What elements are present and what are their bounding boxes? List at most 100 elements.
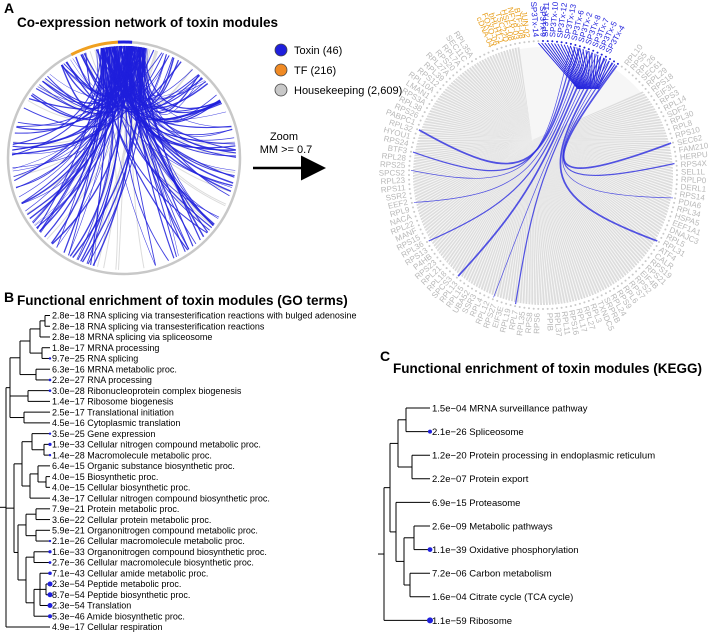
go-term-row: 3.5e−25 Gene expression	[52, 429, 155, 439]
go-term-row: 2.8e−18 MRNA splicing via spliceosome	[52, 332, 212, 342]
go-term-pvalue: 2.5e−17	[52, 407, 87, 417]
housekeeping-node-label: RPS8	[524, 312, 535, 334]
legend: Toxin (46) TF (216) Housekeeping (2,609)	[274, 43, 402, 97]
legend-item-housekeeping: Housekeeping (2,609)	[274, 83, 402, 97]
housekeeping-node-label: SEL1L	[681, 168, 706, 177]
go-term-row: 1.6e−33 Organonitrogen compound biosynth…	[52, 547, 267, 557]
kegg-term-pvalue: 6.9e−15	[432, 498, 469, 509]
kegg-term-name: MRNA surveillance pathway	[469, 403, 588, 414]
go-term-pvalue: 3.5e−25	[52, 429, 87, 439]
kegg-term-row: 2.2e−07 Protein export	[432, 474, 529, 485]
panel-a-label: A	[4, 0, 14, 16]
legend-tf-label: TF (216)	[294, 65, 336, 77]
kegg-term-name: Protein processing in endoplasmic reticu…	[469, 451, 655, 462]
kegg-term-pvalue: 1.2e−20	[432, 451, 469, 462]
go-term-row: 2.8e−18 RNA splicing via transesterifica…	[52, 311, 356, 321]
kegg-term-row: 1.5e−04 MRNA surveillance pathway	[432, 403, 588, 414]
go-term-name: Amide biosynthetic proc.	[87, 611, 185, 621]
go-term-pvalue: 2.1e−26	[52, 536, 87, 546]
go-term-name: RNA splicing	[87, 354, 138, 364]
go-term-pvalue: 2.7e−36	[52, 558, 87, 568]
housekeeping-node-label: DERL1	[680, 182, 707, 194]
go-term-pvalue: 9.7e−25	[52, 354, 87, 364]
go-term-row: 3.6e−22 Cellular protein metabolic proc.	[52, 515, 211, 525]
go-term-pvalue: 5.3e−46	[52, 611, 87, 621]
go-title: Functional enrichment of toxin modules (…	[17, 293, 348, 308]
go-term-pvalue: 4.5e−16	[52, 418, 87, 428]
go-term-name: Biosynthetic proc.	[87, 472, 158, 482]
go-term-pvalue: 7.9e−21	[52, 504, 87, 514]
go-term-name: Cellular nitrogen compound biosynthetic …	[87, 493, 270, 503]
go-term-pvalue: 1.6e−33	[52, 547, 87, 557]
legend-item-toxin: Toxin (46)	[274, 43, 342, 57]
go-term-name: Protein metabolic proc.	[87, 504, 179, 514]
go-term-name: Gene expression	[87, 429, 155, 439]
housekeeping-node-label: RPS6	[532, 312, 542, 334]
go-term-row: 8.7e−54 Peptide biosynthetic proc.	[52, 590, 190, 600]
toxin-node-label: SP3Tx-10	[548, 1, 560, 38]
go-term-name: Peptide metabolic proc.	[87, 579, 181, 589]
go-term-row: 2.8e−18 RNA splicing via transesterifica…	[52, 321, 265, 331]
go-significance-dot	[48, 432, 52, 435]
housekeeping-node-label: BTF3	[387, 144, 408, 156]
go-term-pvalue: 3.0e−28	[52, 386, 87, 396]
go-significance-dot	[48, 571, 52, 576]
go-term-row: 1.4e−28 Macromolecule metabolic proc.	[52, 450, 212, 460]
node-labels: cDNA-04FOXO-06bHLH1-1TSC22DHSF1-08NFYB-0…	[379, 1, 708, 338]
go-term-name: Cellular nitrogen compound metabolic pro…	[87, 440, 261, 450]
go-term-row: 7.1e−43 Cellular amide metabolic proc.	[52, 568, 208, 578]
go-term-row: 7.9e−21 Protein metabolic proc.	[52, 504, 179, 514]
go-term-name: Organic substance biosynthetic proc.	[87, 461, 235, 471]
go-term-row: 9.7e−25 RNA splicing	[52, 354, 138, 364]
go-term-pvalue: 4.0e−15	[52, 472, 87, 482]
kegg-term-name: Metabolic pathways	[469, 521, 553, 532]
overview-network	[6, 40, 242, 276]
go-term-row: 1.8e−17 MRNA processing	[52, 343, 159, 353]
kegg-term-name: Oxidative phosphorylation	[469, 545, 578, 556]
kegg-term-pvalue: 1.6e−04	[432, 592, 469, 603]
go-significance-dot	[48, 614, 52, 619]
go-term-name: Macromolecule metabolic proc.	[87, 450, 212, 460]
go-significance-dot	[48, 561, 52, 564]
housekeeping-node-label: RPL7	[507, 309, 520, 331]
go-term-name: RNA processing	[87, 375, 152, 385]
go-significance-dot	[48, 550, 52, 554]
toxin-node-label: SP3Tx-11	[541, 1, 551, 37]
go-term-row: 6.3e−16 MRNA metabolic proc.	[52, 364, 177, 374]
go-term-row: 1.9e−33 Cellular nitrogen compound metab…	[52, 440, 261, 450]
go-term-pvalue: 2.2e−27	[52, 375, 87, 385]
go-significance-dot	[48, 378, 52, 382]
go-term-name: Cellular amide metabolic proc.	[87, 568, 208, 578]
go-significance-dot	[48, 453, 52, 457]
go-dendrogram	[0, 315, 50, 628]
go-term-row: 2.7e−36 Cellular macromolecule biosynthe…	[52, 558, 254, 568]
go-term-name: RNA splicing via transesterification rea…	[87, 321, 265, 331]
panel-c-label: C	[380, 348, 390, 364]
zoomed-network: cDNA-04FOXO-06bHLH1-1TSC22DHSF1-08NFYB-0…	[379, 1, 708, 338]
kegg-term-row: 1.6e−04 Citrate cycle (TCA cycle)	[432, 592, 573, 603]
legend-toxin-label: Toxin (46)	[294, 45, 342, 57]
kegg-term-pvalue: 1.1e−59	[432, 616, 469, 627]
kegg-term-list: 1.5e−04 MRNA surveillance pathway2.1e−26…	[427, 403, 655, 627]
housekeeping-node-label: SSR2	[385, 190, 408, 202]
kegg-dendrogram	[378, 407, 430, 621]
zoom-label: Zoom	[270, 131, 298, 143]
kegg-term-row: 2.6e−09 Metabolic pathways	[432, 521, 553, 532]
housekeeping-node-label: HERPUD	[679, 149, 708, 162]
go-term-row: 2.5e−17 Translational initiation	[52, 407, 174, 417]
go-term-row: 5.3e−46 Amide biosynthetic proc.	[52, 611, 185, 621]
go-term-row: 2.1e−26 Cellular macromolecule metabolic…	[52, 536, 245, 546]
kegg-term-row: 1.1e−39 Oxidative phosphorylation	[432, 545, 579, 556]
go-term-row: 1.4e−17 Ribosome biogenesis	[52, 397, 174, 407]
go-term-pvalue: 2.8e−18	[52, 332, 87, 342]
kegg-significance-dot	[427, 617, 433, 624]
go-term-pvalue: 2.8e−18	[52, 321, 87, 331]
housekeeping-node-label: RPL35	[515, 310, 527, 336]
go-term-name: MRNA processing	[87, 343, 159, 353]
go-significance-dot	[48, 442, 52, 446]
go-significance-dot	[48, 357, 52, 360]
network-title: Co-expression network of toxin modules	[17, 15, 278, 30]
go-term-pvalue: 2.3e−54	[52, 601, 87, 611]
kegg-term-name: Spliceosome	[469, 427, 523, 438]
